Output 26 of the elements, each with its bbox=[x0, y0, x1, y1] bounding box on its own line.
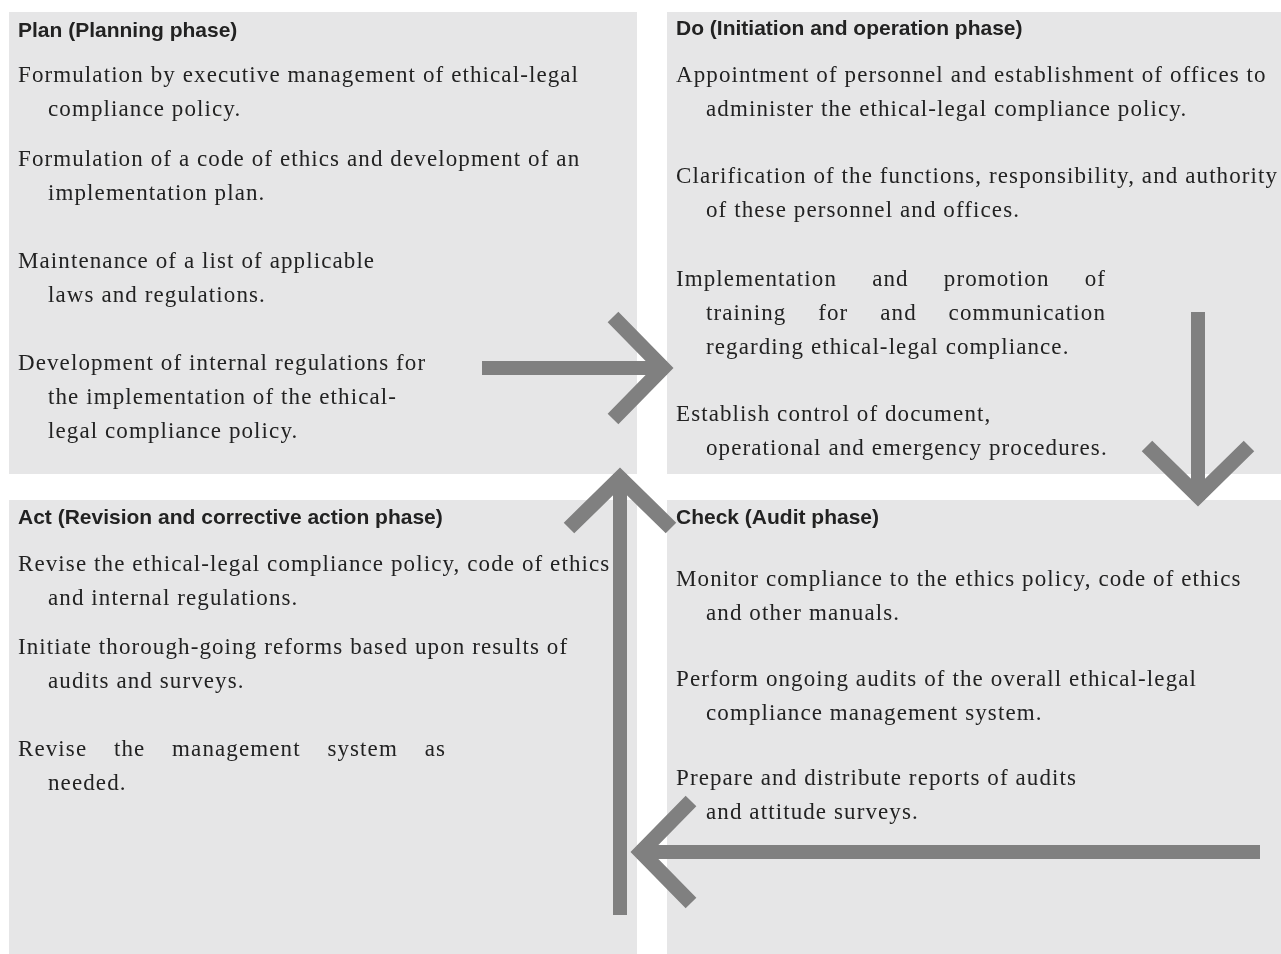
phase-panel bbox=[9, 500, 637, 954]
panel-heading: Check (Audit phase) bbox=[676, 504, 880, 530]
flow-arrow bbox=[561, 470, 679, 915]
phase-panel bbox=[9, 12, 637, 474]
panel-heading: Do (Initiation and operation phase) bbox=[676, 15, 1023, 41]
flow-arrow bbox=[633, 793, 1260, 911]
panel-heading: Plan (Planning phase) bbox=[18, 17, 238, 43]
item-text: Appointment of personnel and establishment of offices to administer the ethical-legal compliance policy. bbox=[676, 61, 1268, 123]
item-text: Monitor compliance to the ethics policy, code of ethics and other manuals. bbox=[676, 565, 1243, 627]
item-text: Revise the ethical-legal compliance policy, code of ethics and internal regulations. bbox=[18, 550, 612, 612]
phase-panel bbox=[667, 500, 1281, 954]
panel-heading: Act (Revision and corrective action phase) bbox=[18, 504, 443, 530]
item-text: Perform ongoing audits of the overall ethical-legal compliance management system. bbox=[676, 665, 1199, 727]
flow-arrow bbox=[482, 309, 671, 427]
item-text: Formulation by executive management of ethical-legal compliance policy. bbox=[18, 61, 581, 123]
item-text: Maintenance of a list of applicable laws and regulations. bbox=[18, 247, 377, 309]
item-text: Prepare and distribute reports of audits and attitude surveys. bbox=[676, 764, 1079, 826]
item-text: Development of internal regulations for the implementation of the ethical-legal compliance policy. bbox=[18, 349, 428, 445]
item-text: Establish control of document, operational and emergency procedures. bbox=[676, 400, 1109, 462]
item-text: Formulation of a code of ethics and development of an implementation plan. bbox=[18, 145, 582, 207]
item-text: Implementation and promotion of training for and communication regarding ethical-legal compliance. bbox=[676, 265, 1106, 361]
item-text: Revise the management system as needed. bbox=[18, 735, 446, 797]
phase-panel bbox=[667, 12, 1281, 474]
item-text: Clarification of the functions, responsibility, and authority of these personnel and offices. bbox=[676, 162, 1280, 224]
flow-arrow bbox=[1139, 312, 1257, 504]
item-text: Initiate thorough-going reforms based upon results of audits and surveys. bbox=[18, 633, 570, 695]
